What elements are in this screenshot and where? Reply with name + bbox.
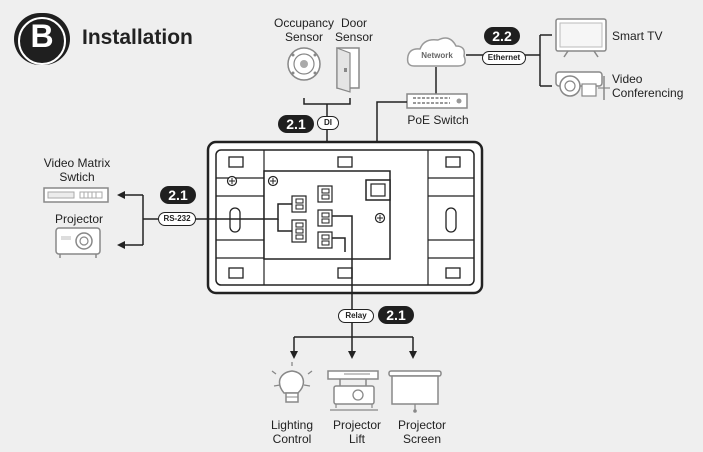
network-cloud-icon xyxy=(406,37,466,67)
door-sensor-label: Door Sensor xyxy=(334,16,374,44)
rs232-connection-label: RS-232 xyxy=(158,212,196,226)
rs232-step-badge: 2.1 xyxy=(160,186,196,204)
video-conferencing-label: Video Conferencing xyxy=(612,72,684,100)
network-cloud-label: Network xyxy=(421,51,453,60)
smart-tv-label: Smart TV xyxy=(612,29,663,43)
di-connection-label: DI xyxy=(317,116,339,130)
ethernet-step-badge: 2.2 xyxy=(484,27,520,45)
section-badge: B xyxy=(14,13,70,65)
di-step-badge: 2.1 xyxy=(278,115,314,133)
projector-lift-icon xyxy=(327,370,379,411)
controller-back-plate xyxy=(206,140,484,295)
video-conferencing-icon xyxy=(555,71,610,100)
occupancy-sensor-label: Occupancy Sensor xyxy=(273,16,335,44)
section-badge-ring xyxy=(18,17,66,65)
poe-switch-label: PoE Switch xyxy=(407,113,469,127)
projector-screen-icon xyxy=(388,370,442,413)
door-sensor-icon xyxy=(336,47,360,93)
relay-connection-label: Relay xyxy=(338,309,374,323)
page-title: Installation xyxy=(82,26,193,49)
ethernet-connection-label: Ethernet xyxy=(482,51,526,65)
projector-icon xyxy=(55,227,101,258)
occupancy-sensor-icon xyxy=(287,47,321,81)
projector-label: Projector xyxy=(54,212,104,226)
lighting-control-icon xyxy=(271,362,313,403)
relay-step-badge: 2.1 xyxy=(378,306,414,324)
video-matrix-switch-icon xyxy=(43,187,109,203)
video-matrix-switch-label: Video Matrix Swtich xyxy=(43,156,111,184)
projector-lift-label: Projector Lift xyxy=(332,418,382,446)
lighting-control-label: Lighting Control xyxy=(270,418,314,446)
section-badge-letter: B xyxy=(30,18,54,54)
projector-screen-label: Projector Screen xyxy=(397,418,447,446)
poe-switch-icon xyxy=(406,93,468,109)
smart-tv-icon xyxy=(555,18,607,58)
